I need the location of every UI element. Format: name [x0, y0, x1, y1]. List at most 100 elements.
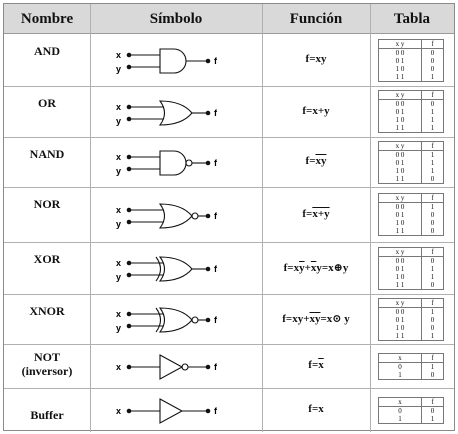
row-divider — [4, 86, 454, 87]
function-term: =x — [320, 313, 333, 325]
gate-name-text: Buffer — [30, 408, 64, 422]
gate-name-text: OR — [38, 96, 56, 110]
xor-arc — [155, 256, 162, 282]
gate-name: Buffer — [4, 408, 90, 422]
truth-table-output-cell: 1 — [430, 151, 435, 159]
gate-symbol-svg: xyf — [116, 48, 218, 74]
output-f-label: f — [214, 158, 218, 168]
truth-table-input-cell: 1 0 — [379, 116, 422, 124]
truth-table-output-cell: 0 — [430, 175, 435, 183]
gate-name-text: NAND — [29, 147, 65, 161]
function-term: ⊙ — [332, 313, 342, 325]
input-x-label: x — [116, 309, 121, 319]
gate-body — [158, 256, 193, 282]
gate-name-subtext: (inversor) — [21, 364, 73, 378]
truth-table-input-cell: 0 0 — [379, 257, 422, 265]
truth-table-input-cell: 0 1 — [379, 211, 422, 219]
function-term: f=x — [283, 262, 300, 274]
output-f-label: f — [214, 264, 218, 274]
gate-name-text: XOR — [33, 252, 61, 266]
gate-symbol-svg: xyf — [116, 203, 218, 229]
gate-body — [159, 48, 187, 74]
truth-table-output-header: f — [431, 398, 434, 406]
header-symbol: Símbolo — [149, 11, 203, 27]
truth-table-row: 0 0 0 — [379, 100, 443, 108]
truth-table-output-cell: 1 — [430, 124, 435, 132]
input-x-label: x — [116, 406, 121, 416]
input-x-label: x — [116, 362, 121, 372]
gate-name: AND — [4, 44, 90, 58]
inversion-bubble — [185, 159, 193, 167]
truth-table-input-cell: 1 1 — [379, 175, 422, 183]
truth-table-input-cell: 0 0 — [379, 100, 422, 108]
truth-table-input-cell: 0 0 — [379, 203, 422, 211]
truth-table-input-cell: 1 0 — [379, 219, 422, 227]
xor-arc — [155, 307, 162, 333]
gate-symbol-svg: xyf — [116, 256, 218, 282]
column-divider — [90, 4, 91, 432]
truth-table-input-cell: 1 0 — [379, 273, 422, 281]
truth-table-input-cell: 0 1 — [379, 108, 422, 116]
gate-body — [159, 354, 184, 380]
truth-table-output-cell: 0 — [430, 371, 435, 379]
truth-table-output-cell: 1 — [430, 415, 435, 423]
truth-table-output-cell: 1 — [430, 73, 435, 81]
truth-table-output-cell: 0 — [430, 227, 435, 235]
function-term: x — [310, 262, 317, 274]
function-term: f= — [305, 155, 316, 167]
truth-table-output-header: f — [431, 40, 434, 48]
gate-name: XOR — [4, 252, 90, 266]
truth-table-output-cell: 0 — [430, 316, 435, 324]
nor-gate-symbol: xyf — [116, 203, 218, 229]
truth-table-output-header: f — [431, 248, 434, 256]
output-terminal — [205, 110, 211, 116]
truth-table-output-header: f — [431, 142, 434, 150]
gate-function: f=x — [262, 359, 370, 371]
truth-table-input-header: x — [379, 354, 422, 362]
gate-body — [158, 100, 193, 126]
gate-name-text: NOT — [33, 350, 60, 364]
row-divider — [4, 187, 454, 188]
truth-table-output-cell: 0 — [430, 100, 435, 108]
truth-table-row: 1 1 1 — [379, 73, 443, 81]
header-function: Función — [289, 11, 343, 27]
truth-table-input-header: x — [379, 398, 422, 406]
truth-table-input-cell: 0 1 — [379, 57, 422, 65]
truth-table-output-cell: 0 — [430, 324, 435, 332]
truth-table-output-cell: 1 — [430, 363, 435, 371]
truth-table-output-header: f — [431, 91, 434, 99]
truth-table-output-cell: 0 — [430, 211, 435, 219]
gate-function: f=x+y — [262, 105, 370, 117]
truth-table-input-cell: 1 1 — [379, 73, 422, 81]
gate-symbol-svg: xyf — [116, 150, 218, 176]
output-terminal — [205, 266, 211, 272]
truth-table-output-header: f — [431, 194, 434, 202]
gate-name-text: NOR — [33, 197, 61, 211]
output-terminal — [205, 364, 211, 370]
truth-table-input-cell: 0 0 — [379, 308, 422, 316]
truth-table-input-cell: 0 1 — [379, 265, 422, 273]
